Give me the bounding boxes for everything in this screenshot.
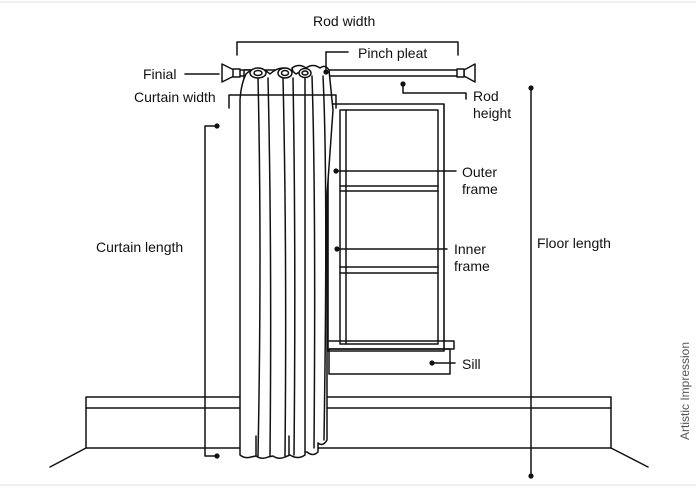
ring-2 <box>277 67 293 79</box>
window <box>326 103 455 375</box>
skirting-board <box>85 396 612 449</box>
watermark-text: Artistic Impression <box>678 341 692 440</box>
sill-dot <box>429 360 435 366</box>
finial-right <box>463 63 476 83</box>
label-floor-length: Floor length <box>537 235 611 251</box>
label-rod-height-2: height <box>473 105 512 121</box>
label-inner-frame-1: Inner <box>454 241 486 257</box>
label-outer-frame-2: frame <box>462 181 498 197</box>
label-pinch-pleat: Pinch pleat <box>358 45 428 61</box>
ring-1 <box>249 67 267 79</box>
inner-frame-dot <box>334 246 340 252</box>
outer-frame-dot <box>333 168 339 174</box>
outer-frame <box>327 103 445 352</box>
label-rod-width: Rod width <box>313 13 376 29</box>
rod-width-bracket <box>236 41 459 56</box>
ring-3 <box>298 67 312 79</box>
sill-board <box>328 348 451 375</box>
floor-line-right <box>610 447 649 468</box>
rod-height-leader <box>402 83 467 100</box>
inner-frame-outline <box>339 109 439 345</box>
label-curtain-length: Curtain length <box>96 239 184 255</box>
label-inner-frame-2: frame <box>454 258 490 274</box>
curtain-rings <box>249 67 312 79</box>
label-sill: Sill <box>462 356 481 372</box>
curtain-length-bracket <box>204 125 217 457</box>
finial-left <box>221 63 235 83</box>
label-finial: Finial <box>143 66 177 82</box>
floor-line-left <box>49 447 87 468</box>
leader-dots <box>214 69 534 479</box>
curtain-front-panel <box>239 67 306 460</box>
label-rod-height-1: Rod <box>473 88 499 104</box>
curtain-width-bracket <box>228 94 337 109</box>
rod-height-dot <box>400 81 406 87</box>
label-curtain-width: Curtain width <box>134 89 216 105</box>
label-outer-frame-1: Outer <box>462 164 498 180</box>
pinch-pleat-dot <box>323 69 329 75</box>
